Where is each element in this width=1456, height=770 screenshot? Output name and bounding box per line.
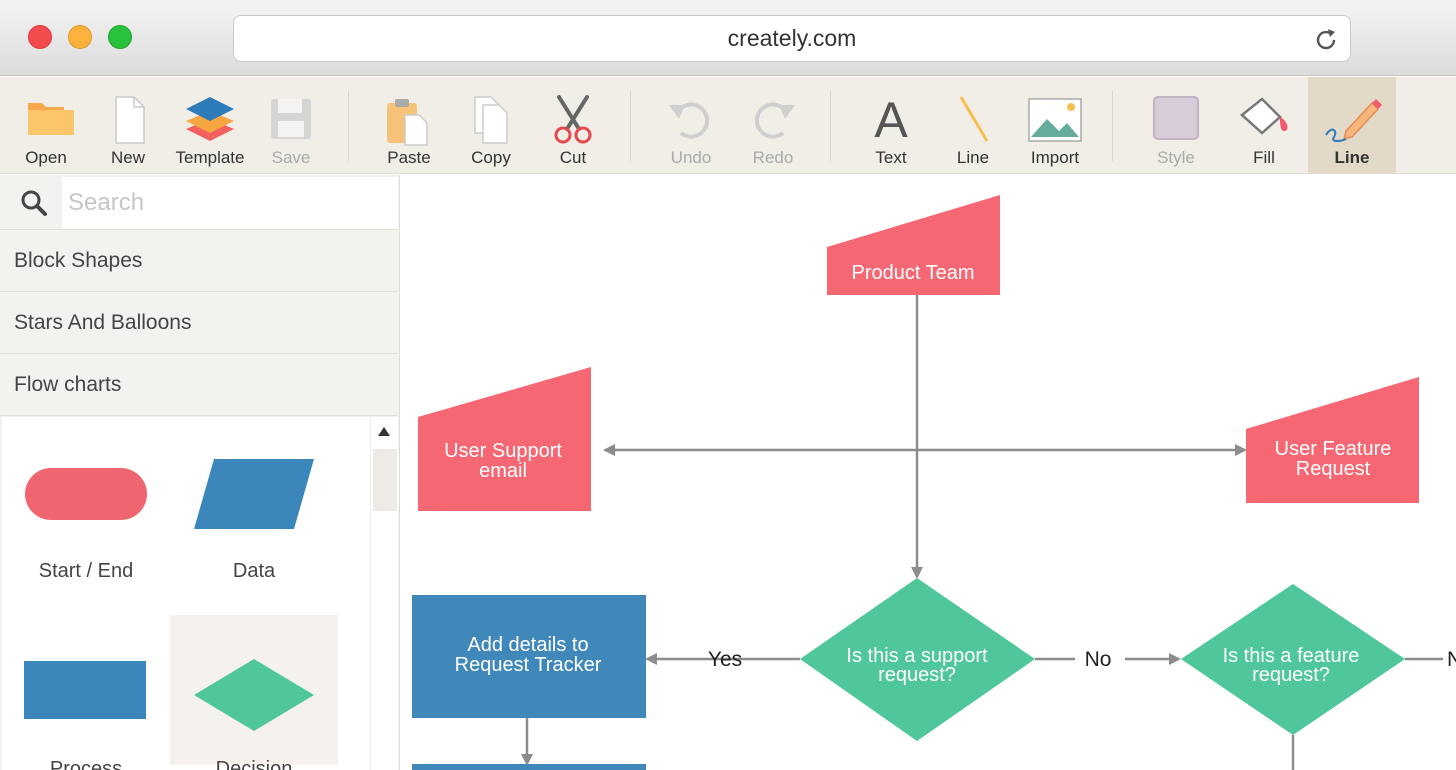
node-label: Is this a feature — [1223, 645, 1360, 667]
toolbar-divider — [630, 91, 631, 161]
node-label: Is this a support — [846, 645, 988, 667]
flowchart-diagram: Product Team User Support email User Fea… — [412, 195, 1456, 770]
import-button[interactable]: Import — [1019, 77, 1091, 174]
toolbar-divider — [1112, 91, 1113, 161]
text-icon: A — [874, 92, 908, 147]
node-add-details[interactable]: Add details to Request Tracker — [412, 595, 646, 718]
svg-text:A: A — [874, 92, 908, 147]
close-window-button[interactable] — [28, 25, 52, 49]
node-label: request? — [1252, 664, 1330, 686]
paste-button[interactable]: Paste — [373, 77, 445, 174]
node-user-support-email[interactable]: User Support email — [418, 367, 591, 511]
copy-button[interactable]: Copy — [455, 77, 527, 174]
template-button[interactable]: Template — [170, 77, 250, 174]
line-tool-button[interactable]: Line — [937, 77, 1009, 174]
folder-icon — [28, 103, 74, 135]
shape-data[interactable]: Data — [170, 417, 338, 582]
shape-process[interactable]: Process — [2, 615, 170, 770]
main-toolbar: Open New Template Save Paste — [0, 77, 1456, 174]
address-bar[interactable]: creately.com — [233, 15, 1351, 62]
redo-button[interactable]: Redo — [737, 77, 809, 174]
pencil-icon — [1325, 99, 1382, 142]
paint-bucket-icon — [1240, 97, 1288, 135]
category-block-shapes[interactable]: Block Shapes — [0, 230, 398, 292]
open-button[interactable]: Open — [10, 77, 82, 174]
layers-icon — [186, 97, 234, 141]
edge-label-no: No — [1085, 648, 1112, 671]
node-label: User Support — [444, 440, 562, 462]
reload-icon[interactable] — [1312, 26, 1340, 54]
toolbar-divider — [348, 91, 349, 161]
minimize-window-button[interactable] — [68, 25, 92, 49]
node-label: User Feature — [1275, 438, 1392, 460]
search-input[interactable] — [62, 177, 398, 229]
node-label: request? — [878, 664, 956, 686]
edge-label-cut: N — [1447, 648, 1456, 671]
shape-start-end[interactable]: Start / End — [2, 417, 170, 582]
shape-decision[interactable]: Decision — [170, 615, 338, 770]
category-stars-and-balloons[interactable]: Stars And Balloons — [0, 292, 398, 354]
search-icon[interactable] — [18, 187, 50, 219]
shape-library-sidebar: Block Shapes Stars And Balloons Flow cha… — [0, 175, 400, 770]
line-icon — [959, 96, 989, 142]
save-button[interactable]: Save — [255, 77, 327, 174]
parallelogram-shape-icon — [194, 459, 314, 529]
node-label: Request Tracker — [455, 654, 602, 676]
url-text: creately.com — [727, 25, 857, 51]
scissors-icon — [554, 95, 592, 144]
redo-icon — [754, 102, 795, 139]
line-draw-button[interactable]: Line — [1308, 77, 1396, 174]
style-swatch-icon — [1153, 96, 1199, 140]
shape-search — [0, 175, 398, 230]
save-disk-icon — [271, 99, 311, 139]
new-document-icon — [115, 96, 145, 144]
shape-palette: Start / End Data Process Decision — [2, 417, 370, 770]
fill-button[interactable]: Fill — [1228, 77, 1300, 174]
zoom-window-button[interactable] — [108, 25, 132, 49]
clipboard-icon — [387, 99, 428, 146]
category-flow-charts[interactable]: Flow charts — [0, 354, 398, 416]
browser-titlebar: creately.com — [0, 0, 1456, 76]
terminator-shape-icon — [25, 468, 147, 520]
edge-label-yes: Yes — [708, 648, 742, 671]
connectors — [521, 295, 1443, 770]
undo-icon — [669, 102, 710, 139]
toolbar-divider — [830, 91, 831, 161]
image-icon — [1028, 98, 1082, 142]
diamond-shape-icon — [194, 659, 314, 731]
palette-scrollbar[interactable] — [370, 417, 398, 770]
scroll-up-arrow-icon[interactable] — [378, 427, 390, 436]
node-next-process[interactable] — [412, 764, 646, 770]
new-button[interactable]: New — [92, 77, 164, 174]
cut-button[interactable]: Cut — [537, 77, 609, 174]
node-label: email — [479, 460, 527, 482]
node-label: Request — [1296, 458, 1371, 480]
node-feature-question[interactable]: Is this a feature request? — [1181, 584, 1405, 735]
node-label: Add details to — [467, 634, 588, 656]
diagram-canvas[interactable]: Product Team User Support email User Fea… — [407, 175, 1456, 770]
text-tool-button[interactable]: A Text — [855, 77, 927, 174]
rectangle-shape-icon — [24, 661, 146, 719]
node-support-question[interactable]: Is this a support request? — [800, 578, 1035, 741]
node-label: Product Team — [851, 262, 974, 284]
undo-button[interactable]: Undo — [655, 77, 727, 174]
style-button[interactable]: Style — [1140, 77, 1212, 174]
node-user-feature-request[interactable]: User Feature Request — [1246, 377, 1419, 503]
node-product-team[interactable]: Product Team — [827, 195, 1000, 295]
scroll-thumb[interactable] — [373, 449, 397, 511]
copy-icon — [474, 96, 508, 144]
